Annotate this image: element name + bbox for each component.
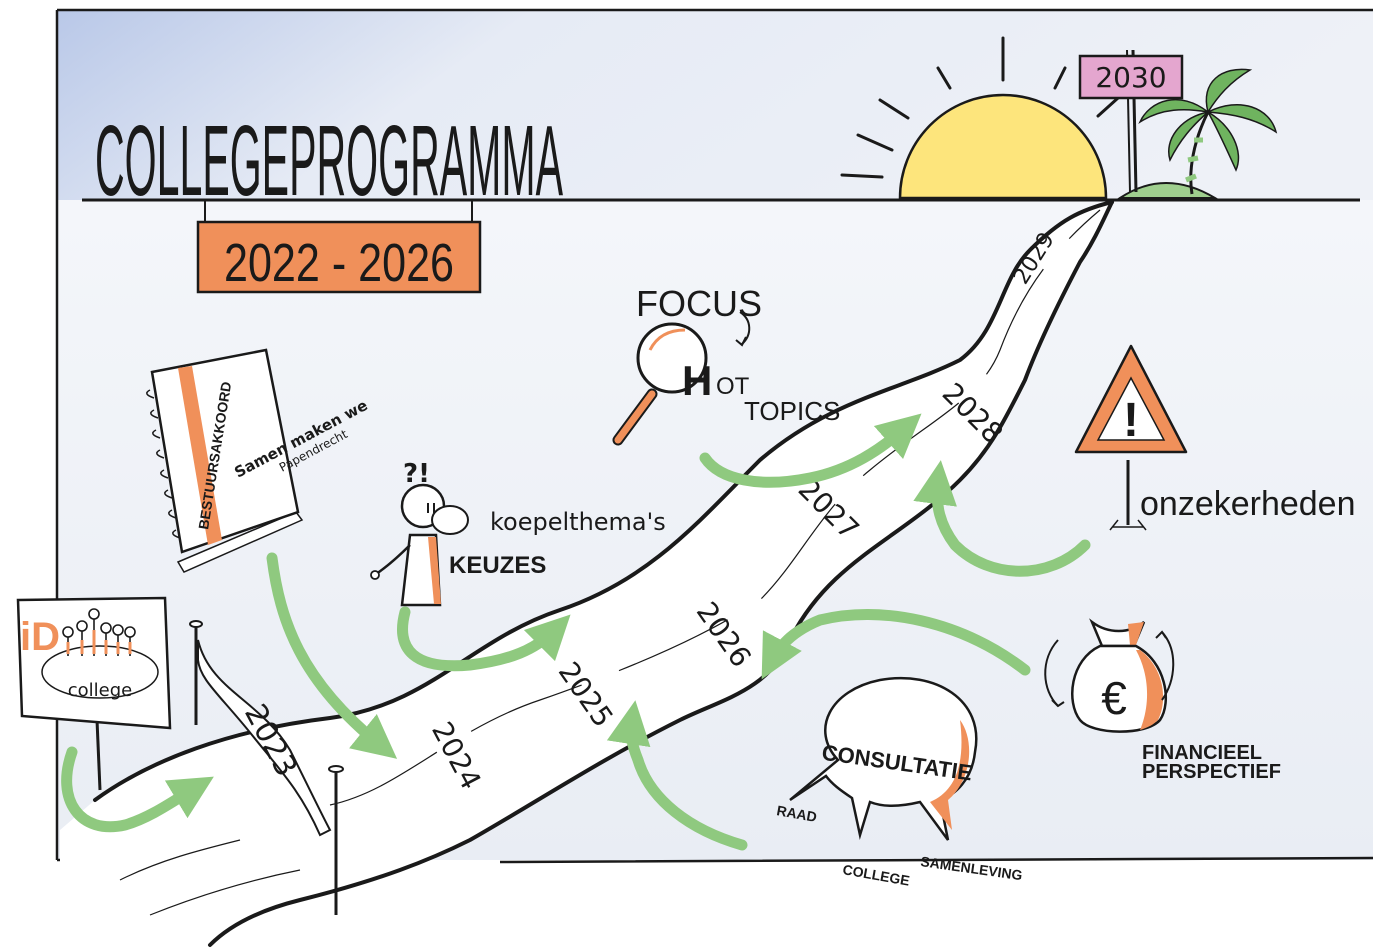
arrow-onzekerheden	[913, 460, 1091, 577]
money-bag-icon	[1044, 618, 1175, 733]
arrow-hottopics	[699, 413, 922, 488]
arrow-consultatie	[606, 700, 748, 851]
keuzes-theme: koepelthema's	[490, 508, 666, 536]
palm-tree	[1138, 68, 1278, 195]
arrow-financieel	[761, 608, 1031, 680]
road	[60, 202, 1112, 935]
hot-rest: OT	[716, 373, 750, 400]
bestuursakkoord-book	[146, 348, 304, 573]
start-ribbon	[189, 620, 344, 915]
financieel-line1: FINANCIEEL	[1142, 742, 1262, 764]
hot-h: H	[682, 357, 712, 404]
consultatie-college: COLLEGE	[841, 861, 910, 889]
page-title: COLLEGEPROGRAMMA	[95, 105, 563, 217]
green-arrows	[61, 413, 1091, 851]
consultatie-bubble	[789, 676, 978, 841]
hot-topics: TOPICS	[744, 396, 840, 426]
warning-sign-icon	[1074, 344, 1188, 531]
euro-symbol: €	[1101, 672, 1127, 724]
keuzes-figure	[370, 483, 469, 607]
college-board-label: college	[68, 680, 133, 701]
magnifier-icon	[612, 311, 751, 446]
road-edge-left	[93, 200, 1114, 802]
sun	[898, 93, 1108, 200]
arrow-start	[61, 746, 214, 833]
arrow-keuzes	[397, 606, 571, 672]
keuzes-label: KEUZES	[449, 552, 546, 579]
period-board	[196, 200, 482, 294]
financieel-line2: PERSPECTIEF	[1142, 761, 1281, 783]
consultatie-raad: RAAD	[775, 802, 818, 825]
arrow-book	[266, 552, 398, 759]
signpost-2030	[1078, 49, 1184, 193]
sun-rays	[840, 36, 1120, 179]
period-label: 2022 - 2026	[224, 233, 454, 293]
road-center-line	[329, 209, 1101, 806]
onzekerheden-label: onzekerheden	[1140, 485, 1356, 523]
road-lower-lines	[119, 839, 301, 916]
college-logo: iD	[20, 615, 60, 659]
warning-mark: !	[1123, 394, 1139, 447]
college-board	[16, 596, 172, 791]
focus-label: FOCUS	[636, 283, 762, 324]
keuzes-exclaim: ?!	[403, 459, 430, 489]
signpost-label: 2030	[1095, 61, 1166, 94]
frame-border	[55, 8, 1373, 864]
